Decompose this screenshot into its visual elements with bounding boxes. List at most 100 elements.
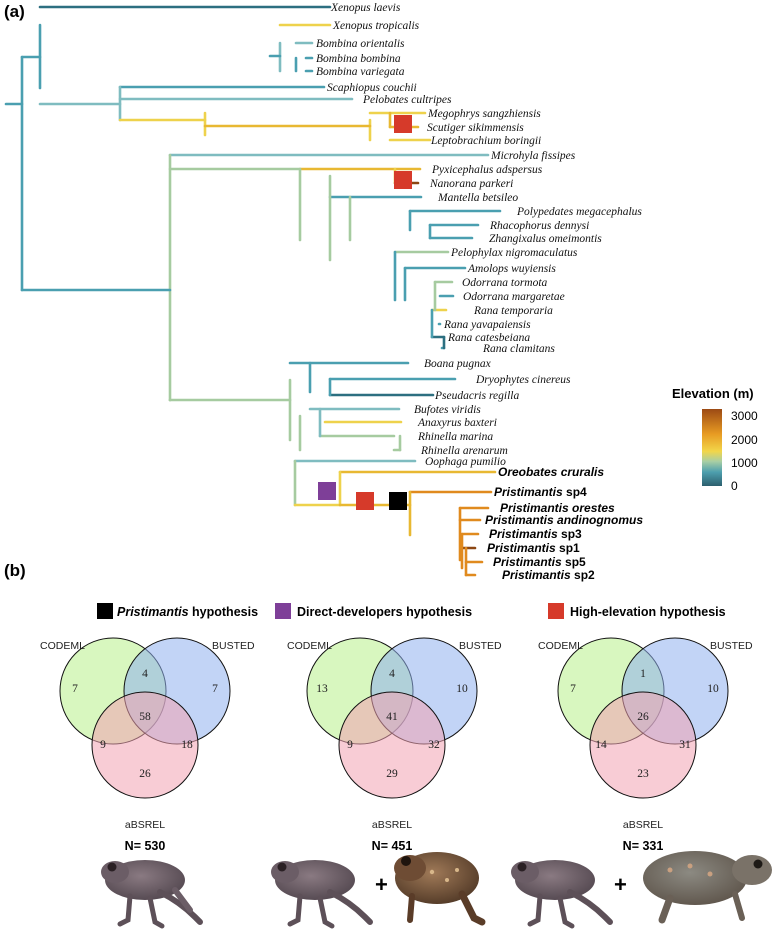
oreobates-frog-photo xyxy=(394,852,486,926)
tip-label: Rhinella marina xyxy=(417,431,493,443)
tip-label: Xenopus tropicalis xyxy=(332,20,420,32)
set-label-codeml: CODEML xyxy=(538,640,583,652)
venn-count-b-only: 7 xyxy=(212,683,218,695)
venn-count-ab: 4 xyxy=(389,668,395,680)
panel-label-b: (b) xyxy=(4,561,26,580)
tip-label: Pelobates cultripes xyxy=(362,94,452,106)
venn-count-c-only: 23 xyxy=(637,768,649,780)
tip-label: Pelophylax nigromaculatus xyxy=(450,247,578,259)
legend-tick-1000: 1000 xyxy=(731,456,758,470)
elevation-legend: Elevation (m) 3000 2000 1000 0 xyxy=(672,386,758,493)
tip-label: Scaphiopus couchii xyxy=(327,82,417,94)
venn-count-abc: 26 xyxy=(637,711,649,723)
venn-title: Direct-developers hypothesis xyxy=(297,605,472,619)
venn-count-a-only: 13 xyxy=(316,683,328,695)
pristimantis-frog-photo-1 xyxy=(101,860,203,929)
tip-label: Anaxyrus baxteri xyxy=(417,417,497,429)
tip-label: Bufotes viridis xyxy=(414,404,481,416)
pristimantis-marker xyxy=(389,492,407,510)
venn-count-a-only: 7 xyxy=(72,683,78,695)
absrel-circle xyxy=(338,691,446,799)
set-label-absrel: aBSREL xyxy=(125,819,165,831)
tip-label: Rhacophorus dennysi xyxy=(489,220,589,232)
set-label-codeml: CODEML xyxy=(287,640,332,652)
set-label-codeml: CODEML xyxy=(40,640,85,652)
venn-count-a-only: 7 xyxy=(570,683,576,695)
high-elevation-marker xyxy=(394,171,412,189)
tip-label: Scutiger sikimmensis xyxy=(427,122,524,134)
absrel-circle xyxy=(91,691,199,799)
tip-label: Microhyla fissipes xyxy=(490,150,576,162)
venn-total: N= 331 xyxy=(623,839,664,853)
venn-total: N= 451 xyxy=(372,839,413,853)
venn-count-c-only: 26 xyxy=(139,768,151,780)
venn-count-c-only: 29 xyxy=(386,768,398,780)
venn-count-b-only: 10 xyxy=(707,683,719,695)
venn-count-abc: 58 xyxy=(139,711,151,723)
phylogeny-branches xyxy=(4,5,502,577)
tip-label: Oreobates cruralis xyxy=(498,465,604,479)
plus-sign-2: + xyxy=(614,872,627,897)
high-elevation-marker xyxy=(356,492,374,510)
tip-label: Amolops wuyiensis xyxy=(467,263,556,275)
tip-label: Rana temporaria xyxy=(473,305,553,317)
pristimantis-frog-photo-3 xyxy=(511,860,613,929)
tip-label: Pristimantis sp3 xyxy=(489,527,582,541)
tip-label: Mantella betsileo xyxy=(437,192,518,204)
legend-tick-0: 0 xyxy=(731,479,738,493)
tip-label: Polypedates megacephalus xyxy=(516,206,642,218)
venn-title: High-elevation hypothesis xyxy=(570,605,726,619)
venn-count-ac: 9 xyxy=(347,739,353,751)
panel-label-a: (a) xyxy=(4,2,25,21)
tip-label: Xenopus laevis xyxy=(330,2,401,14)
tip-label: Dryophytes cinereus xyxy=(475,374,571,386)
set-label-busted: BUSTED xyxy=(459,640,502,652)
venn-count-ab: 4 xyxy=(142,668,148,680)
set-label-absrel: aBSREL xyxy=(372,819,412,831)
venn-count-ab: 1 xyxy=(640,668,646,680)
tip-label: Boana pugnax xyxy=(424,358,492,370)
tip-label: Bombina orientalis xyxy=(316,38,405,50)
tip-label: Odorrana tormota xyxy=(462,277,548,289)
tip-label: Pyxicephalus adspersus xyxy=(431,164,543,176)
venn-count-bc: 31 xyxy=(679,739,691,751)
venn-count-b-only: 10 xyxy=(456,683,468,695)
tip-label: Megophrys sangzhiensis xyxy=(427,108,541,120)
legend-colorbar xyxy=(702,409,722,486)
tip-label: Rana catesbeiana xyxy=(447,332,530,344)
venn-count-abc: 41 xyxy=(386,711,398,723)
high-elevation-toad-photo xyxy=(643,851,772,924)
tip-label: Pristimantis orestes xyxy=(500,501,615,515)
tip-label: Zhangixalus omeimontis xyxy=(489,233,602,245)
legend-tick-2000: 2000 xyxy=(731,433,758,447)
absrel-circle xyxy=(589,691,697,799)
tip-label: Oophaga pumilio xyxy=(425,456,506,468)
venn-count-bc: 18 xyxy=(181,739,193,751)
hypothesis-marker xyxy=(548,603,564,619)
tip-label: Pristimantis sp1 xyxy=(487,541,580,555)
hypothesis-marker xyxy=(97,603,113,619)
legend-title: Elevation (m) xyxy=(672,386,754,401)
tip-label: Pristimantis sp2 xyxy=(502,568,595,582)
tip-label: Pristimantis andinognomus xyxy=(485,513,643,527)
legend-tick-3000: 3000 xyxy=(731,409,758,423)
tip-label: Pristimantis sp5 xyxy=(493,555,586,569)
tip-label: Nanorana parkeri xyxy=(429,178,513,190)
tip-label: Rana clamitans xyxy=(482,343,555,355)
plus-sign-1: + xyxy=(375,872,388,897)
tip-label: Leptobrachium boringii xyxy=(430,135,541,147)
direct-developers-marker xyxy=(318,482,336,500)
tip-label: Pseudacris regilla xyxy=(434,390,519,402)
venn-count-ac: 14 xyxy=(595,739,607,751)
pristimantis-frog-photo-2 xyxy=(271,860,373,929)
venn-title: Pristimantis hypothesis xyxy=(117,605,258,619)
tip-label: Pristimantis sp4 xyxy=(494,485,587,499)
tip-label: Odorrana margaretae xyxy=(463,291,565,303)
set-label-absrel: aBSREL xyxy=(623,819,663,831)
